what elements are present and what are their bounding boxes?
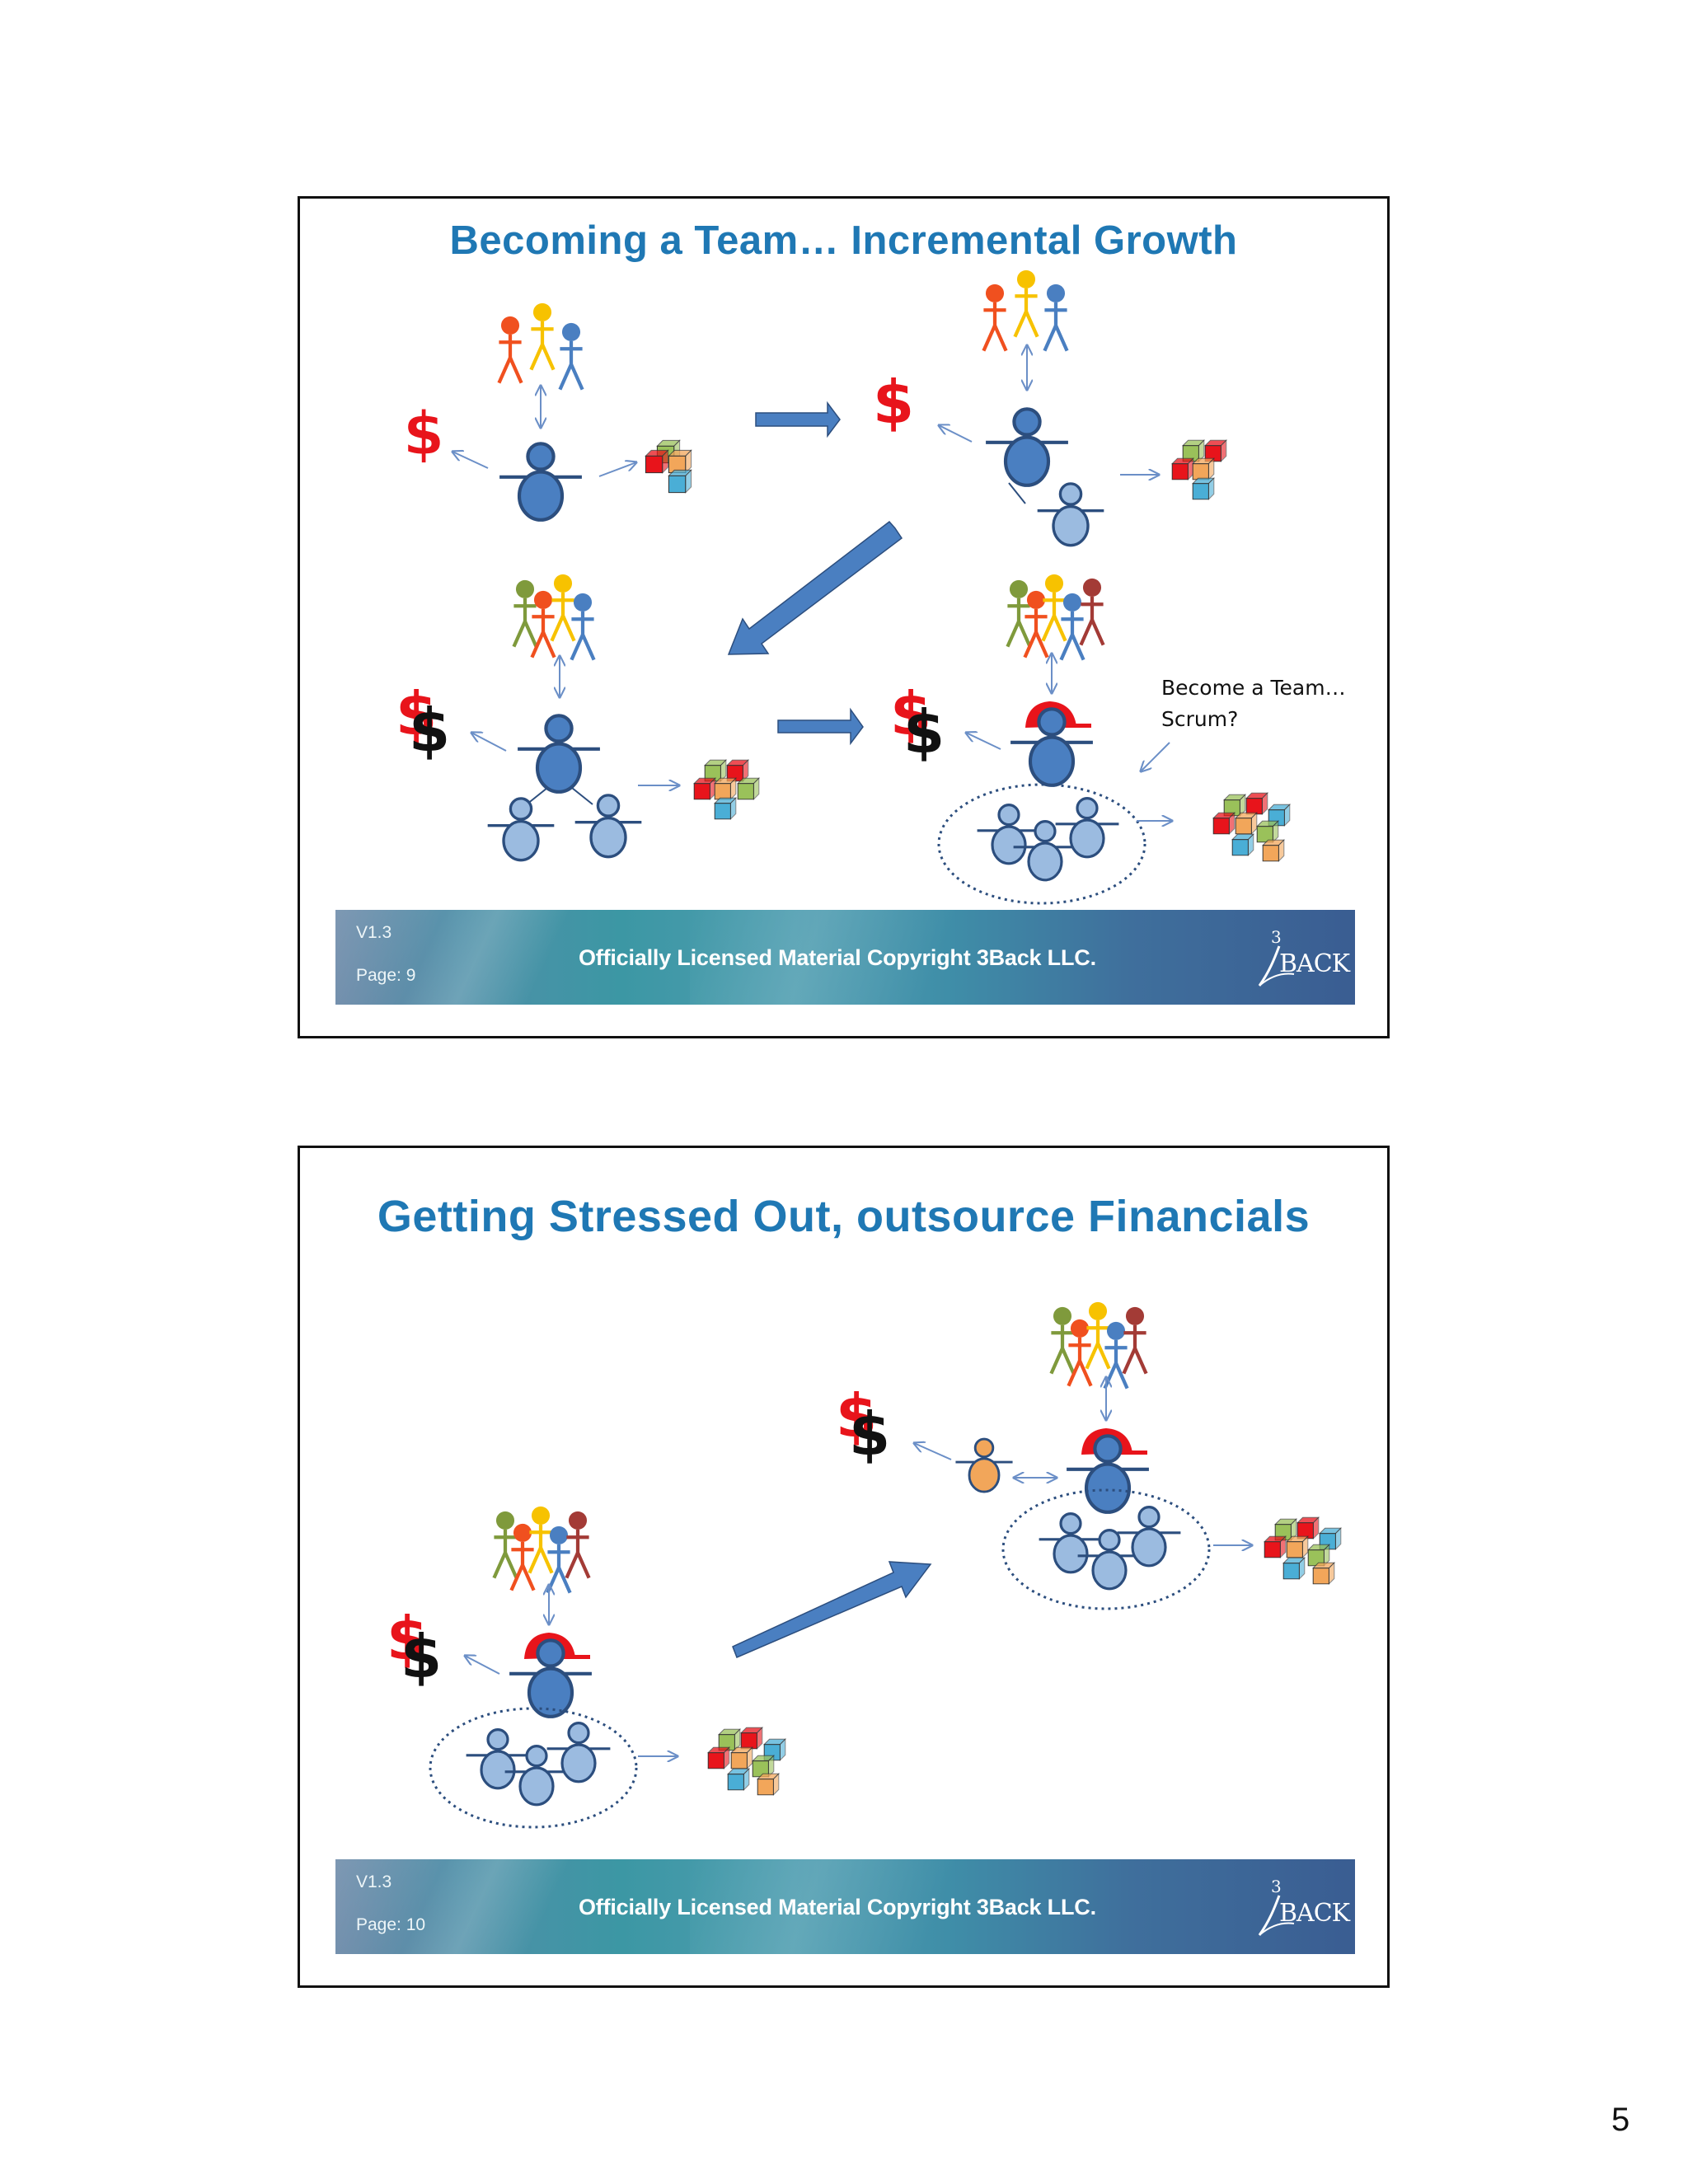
product-blocks-icon	[1171, 439, 1227, 500]
product-blocks-icon	[707, 1727, 786, 1796]
team-boundary	[1001, 1488, 1211, 1610]
slide-title: Getting Stressed Out, outsource Financia…	[377, 1192, 1311, 1241]
team-member-icon	[574, 794, 643, 859]
stakeholder-group-icon	[1007, 574, 1103, 660]
copyright-text: Officially Licensed Material Copyright 3…	[579, 945, 1096, 970]
flow-arrow-diagonal	[727, 520, 903, 655]
svg-text:$: $	[409, 696, 450, 765]
dollar-stack-icon: $ $	[387, 1604, 442, 1691]
outsourced-accountant-icon	[954, 1437, 1014, 1493]
scrum-master-icon	[1010, 709, 1093, 785]
team-boundary	[429, 1707, 638, 1829]
stakeholder-group-icon	[983, 270, 1067, 351]
product-blocks-icon	[645, 439, 692, 494]
person-icon	[518, 715, 600, 792]
dollar-stack-icon: $ $	[396, 679, 450, 765]
slide-footer: V1.3 Page: 10 Officially Licensed Materi…	[335, 1859, 1355, 1954]
version-label: V1.3	[356, 923, 392, 942]
svg-text:$: $	[387, 1604, 428, 1673]
svg-text:$: $	[396, 679, 437, 748]
svg-text:3: 3	[1271, 927, 1282, 947]
scrum-annotation: Become a Team… Scrum?	[1161, 676, 1346, 731]
slide-page-10: Getting Stressed Out, outsource Financia…	[298, 1146, 1390, 1988]
3back-logo: 3 BACK	[1254, 1876, 1350, 1940]
outsource-financials-diagram: $ $	[387, 1148, 1342, 1829]
team-growth-diagram: $ $	[396, 199, 1291, 905]
copyright-text: Officially Licensed Material Copyright 3…	[579, 1895, 1096, 1919]
scrum-master-icon	[509, 1640, 592, 1717]
person-icon	[986, 409, 1068, 485]
team-boundary	[937, 783, 1146, 905]
product-blocks-icon	[1264, 1516, 1342, 1585]
svg-text:$: $	[890, 679, 931, 748]
3back-logo: 3 BACK	[1254, 926, 1350, 991]
product-blocks-icon	[1212, 792, 1291, 862]
svg-text:$: $	[836, 1381, 877, 1451]
page-label: Page: 10	[356, 1915, 426, 1934]
stakeholder-group-icon	[494, 1507, 588, 1593]
stakeholder-group-icon	[1051, 1302, 1146, 1389]
dollar-icon: $	[873, 368, 914, 437]
slide-title: Becoming a Team… Incremental Growth	[449, 218, 1238, 263]
slide-footer: V1.3 Page: 9 Officially Licensed Materia…	[335, 910, 1355, 1005]
svg-text:$: $	[903, 697, 945, 766]
flow-arrow-diagonal	[732, 1561, 932, 1658]
stakeholder-group-icon	[499, 303, 582, 390]
flow-arrow-right	[777, 707, 864, 746]
page-label: Page: 9	[356, 966, 416, 985]
person-icon	[499, 443, 582, 520]
product-blocks-icon	[693, 759, 760, 820]
slide-page-9: Becoming a Team… Incremental Growth $	[298, 196, 1390, 1038]
stakeholder-group-icon	[513, 574, 593, 660]
page-number: 5	[1611, 2102, 1630, 2138]
dollar-icon: $	[403, 399, 444, 468]
svg-text:3: 3	[1271, 1877, 1282, 1896]
scrum-master-icon	[1067, 1436, 1149, 1512]
team-member-icon	[486, 797, 556, 862]
svg-text:$: $	[849, 1399, 890, 1469]
flow-arrow-right	[755, 401, 841, 438]
team-member-icon	[1036, 482, 1105, 547]
dollar-stack-icon: $ $	[836, 1381, 890, 1469]
svg-text:$: $	[401, 1622, 442, 1691]
dollar-stack-icon: $ $	[890, 679, 945, 766]
version-label: V1.3	[356, 1872, 392, 1891]
